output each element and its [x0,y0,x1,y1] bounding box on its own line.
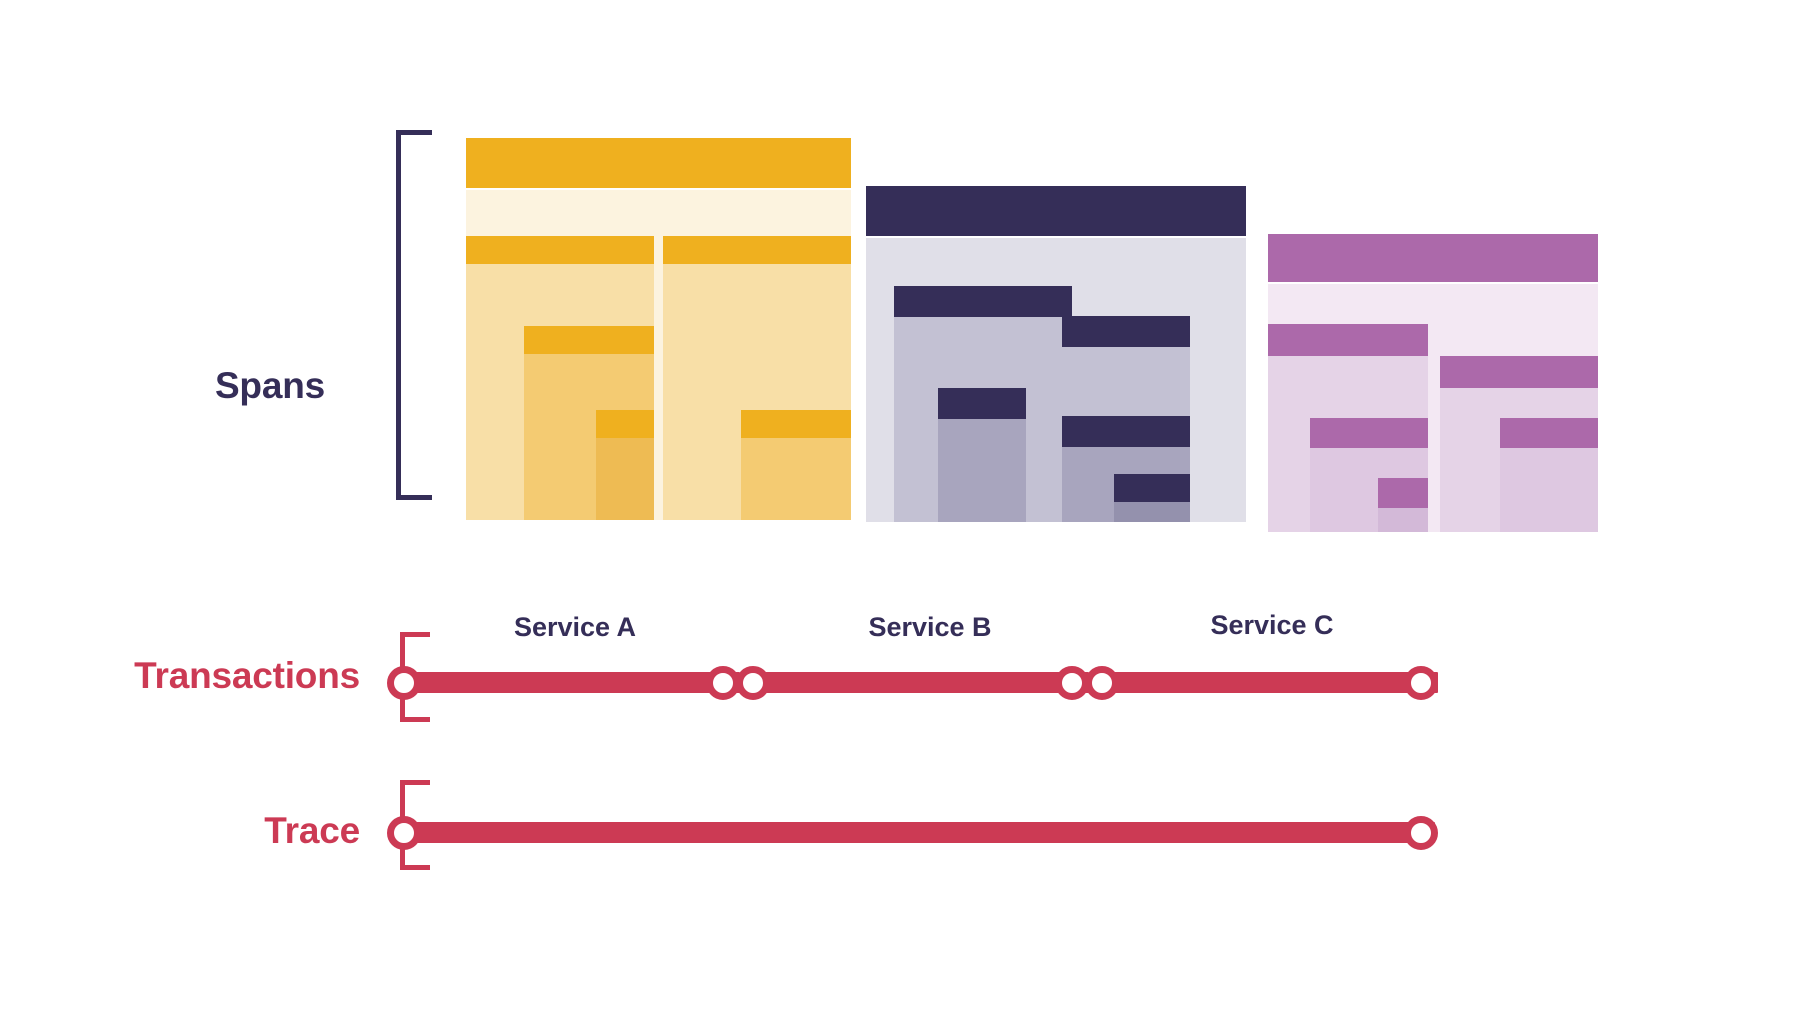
span-header-span-l3a [1310,418,1428,448]
trace-endpoint-trace-start[interactable] [387,816,421,850]
transaction-endpoint-transaction-a-start[interactable] [387,666,421,700]
span-bar-root-span[interactable] [466,138,851,188]
span-bar-span-l4a[interactable] [596,410,654,520]
transactions-row-label: Transactions [134,655,360,696]
trace-row-label: Trace [264,810,360,851]
service-label-service-c: Service C [1210,610,1334,640]
span-header-span-l4a [596,410,654,438]
span-bar-span-l3b[interactable] [741,410,851,520]
span-header-span-l2b [1062,316,1190,347]
span-bar-span-l4a[interactable] [1114,474,1190,522]
transaction-endpoint-transaction-b-end[interactable] [1055,666,1089,700]
span-bar-span-l4a[interactable] [1378,478,1428,532]
span-header-span-l2a [466,236,654,264]
span-bar-span-l3a[interactable] [1310,418,1428,532]
span-header-span-l4a [1378,478,1428,508]
span-header-span-l3b [741,410,851,438]
span-header-span-l2b [1440,356,1598,388]
span-bar-span-l3a[interactable] [938,388,1026,522]
span-header-span-l3a [938,388,1026,419]
spans-row-label: Spans [214,365,325,406]
transaction-endpoint-transaction-a-end[interactable] [706,666,740,700]
transaction-endpoint-transaction-c-start[interactable] [1085,666,1119,700]
transaction-endpoint-transaction-c-end[interactable] [1404,666,1438,700]
span-bar-root-span[interactable] [1268,234,1598,282]
transaction-endpoint-transaction-b-start[interactable] [736,666,770,700]
span-header-span-l2b [663,236,851,264]
service-label-service-a: Service A [513,612,637,642]
span-header-span-l3b [1500,418,1598,448]
span-header-span-l2a [894,286,1072,317]
service-label-service-b: Service B [868,612,992,642]
transaction-segment-transaction-b[interactable] [749,672,1089,693]
span-bar-span-l3b[interactable] [1500,418,1598,532]
span-header-span-l3b [1062,416,1190,447]
transaction-segment-transaction-c[interactable] [1098,672,1438,693]
span-header-span-l3a [524,326,654,354]
span-header-span-l4a [1114,474,1190,502]
trace-segment-trace-bar[interactable] [400,822,1435,843]
span-bar-root-span[interactable] [866,186,1246,236]
spans-bracket [396,130,432,500]
trace-endpoint-trace-end[interactable] [1404,816,1438,850]
span-header-span-l2a [1268,324,1428,356]
transaction-segment-transaction-a[interactable] [400,672,740,693]
